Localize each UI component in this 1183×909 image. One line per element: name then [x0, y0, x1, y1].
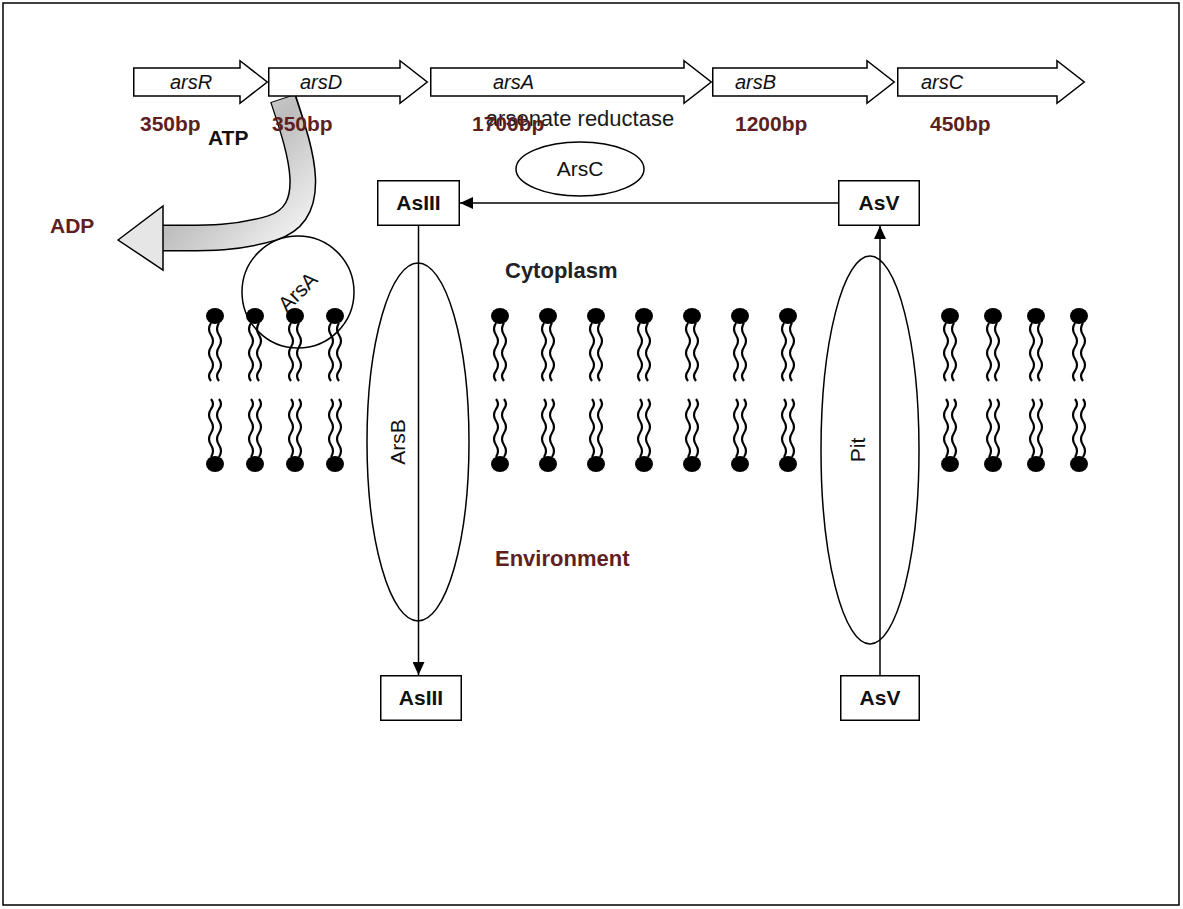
species-name: AsV	[859, 191, 900, 215]
gene-length: 450bp	[930, 112, 991, 136]
species-name: AsIII	[399, 686, 443, 710]
transporter-ellipse: ArsB	[366, 262, 470, 622]
gene-arrow: arsR	[133, 60, 268, 104]
flow-arrow	[879, 226, 881, 675]
lipid-bilayer	[206, 308, 1088, 472]
species-name: AsV	[860, 686, 901, 710]
flow-arrow	[418, 226, 420, 675]
arsenic-species-box: AsV	[838, 180, 920, 226]
flow-arrow	[460, 202, 838, 204]
gene-arrow-outline	[430, 60, 712, 104]
transporter-ellipse-outline	[366, 262, 470, 622]
gene-name: arsD	[300, 71, 342, 94]
arsenic-species-box: AsV	[840, 675, 920, 721]
gene-length: 350bp	[272, 112, 333, 136]
molecule-label: ATP	[208, 126, 248, 150]
gene-arrow: arsD	[268, 60, 428, 104]
gene-arrow: arsA	[430, 60, 712, 104]
gene-length: 1200bp	[735, 112, 807, 136]
protein-name: ArsC	[557, 157, 604, 181]
compartment-label: Cytoplasm	[505, 258, 617, 283]
gene-length: 350bp	[140, 112, 201, 136]
compartment-label: Environment	[495, 546, 629, 571]
protein-name: ArsB	[386, 419, 410, 465]
protein-name: Pit	[846, 438, 870, 463]
gene-name: arsA	[493, 71, 534, 94]
gene-name: arsB	[735, 71, 776, 94]
species-name: AsIII	[396, 191, 440, 215]
transporter-ellipse: Pit	[820, 255, 920, 645]
arsenic-species-box: AsIII	[377, 180, 460, 226]
protein-name: ArsA	[273, 267, 322, 316]
gene-length: 1700bp	[472, 112, 544, 136]
frame	[3, 3, 1179, 905]
gene-name: arsR	[170, 71, 212, 94]
gene-arrow: arsB	[712, 60, 895, 104]
atpase-circle: ArsA	[241, 235, 355, 349]
arsenic-species-box: AsIII	[380, 675, 462, 721]
transporter-ellipse-outline	[820, 255, 920, 645]
gene-arrow: arsC	[897, 60, 1085, 104]
molecule-label: ADP	[50, 214, 94, 238]
gene-name: arsC	[921, 71, 963, 94]
gene-arrow-outline	[268, 60, 428, 104]
